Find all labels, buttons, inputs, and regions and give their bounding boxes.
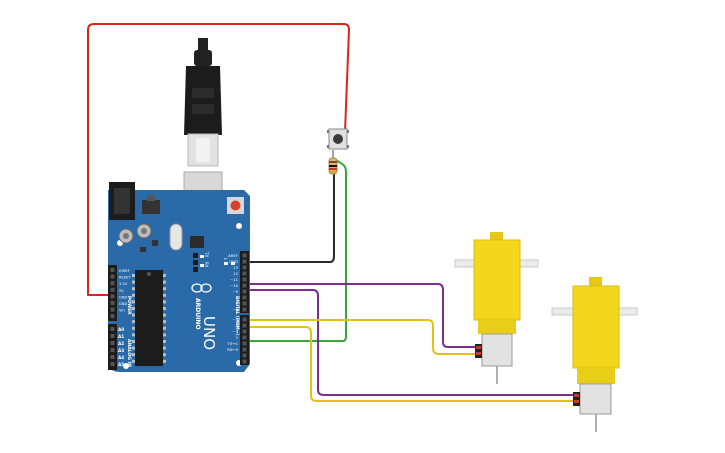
analog-pin-label: A2 [118, 341, 124, 346]
power-pin-label: GND [119, 295, 127, 299]
digital-header-title: DIGITAL (PWM~) [235, 296, 240, 335]
analog-pin-label: A3 [118, 348, 124, 353]
rx-label: RX [204, 262, 209, 268]
digital-pin-label: 13 [233, 265, 238, 270]
power-pin-label: 5V [119, 289, 124, 293]
arduino-logo [191, 283, 212, 293]
board-brand: ARDUINO [194, 298, 201, 329]
wire-purple-1[interactable] [246, 283, 482, 348]
power-pin-label: 3.3V [119, 282, 128, 286]
power-header[interactable] [108, 265, 117, 321]
digital-pin-label: AREF [228, 253, 238, 258]
board-model: UNO [200, 316, 218, 350]
wire-yellow-2[interactable] [246, 326, 578, 402]
tx-label: TX [204, 251, 209, 257]
digital-pin-label: ~10 [230, 283, 239, 288]
digital-pin-label: 7 [236, 301, 239, 306]
digital-pin-label: ~9 [232, 289, 238, 294]
analog-pin-label: A0 [118, 327, 124, 332]
digital-pin-label: ~5 [232, 317, 238, 322]
digital-pin-label: ~3 [232, 329, 238, 334]
power-pin-label: RESET [119, 276, 131, 280]
wire-green[interactable] [246, 159, 347, 342]
digital-pin-label: RX←0 [227, 347, 238, 352]
dc-motor-2[interactable] [551, 277, 638, 432]
digital-pin-label: 2 [236, 335, 239, 340]
wire-purple-2[interactable] [246, 289, 578, 396]
digital-pin-label: ~6 [232, 307, 238, 312]
arduino-uno-board[interactable]: ARDUINO UNO TX RX L IOREF RESET 3.3V 5V GND G… [108, 182, 250, 372]
digital-header-upper[interactable] [240, 251, 249, 313]
analog-pin-label: A1 [118, 334, 124, 339]
dc-motor-1[interactable] [454, 232, 539, 384]
digital-header-lower[interactable] [240, 315, 249, 365]
digital-pin-label: GND [229, 259, 238, 264]
power-pin-label: GND [119, 302, 127, 306]
power-pin-label: IOREF [119, 269, 130, 273]
power-pin-label: Vin [119, 309, 125, 313]
digital-pin-label: 12 [233, 271, 238, 276]
analog-header-title: ANALOG IN [126, 339, 132, 367]
l-led-label: L [223, 258, 228, 261]
digital-pin-label: 8 [236, 295, 239, 300]
digital-pin-label: ~11 [230, 277, 239, 282]
wire-yellow-1[interactable] [246, 319, 482, 355]
analog-pin-label: A5 [118, 362, 124, 367]
wires [87, 23, 578, 402]
digital-pin-label: TX→1 [226, 341, 238, 346]
digital-pin-label: 4 [236, 323, 239, 328]
analog-header[interactable] [108, 324, 117, 370]
pushbutton[interactable] [327, 128, 349, 150]
analog-pin-label: A4 [118, 355, 124, 360]
wire-red[interactable] [87, 23, 350, 296]
wire-black[interactable] [246, 160, 335, 263]
usb-cable[interactable] [183, 38, 223, 217]
power-header-title: POWER [126, 296, 132, 315]
resistor[interactable] [328, 150, 338, 175]
